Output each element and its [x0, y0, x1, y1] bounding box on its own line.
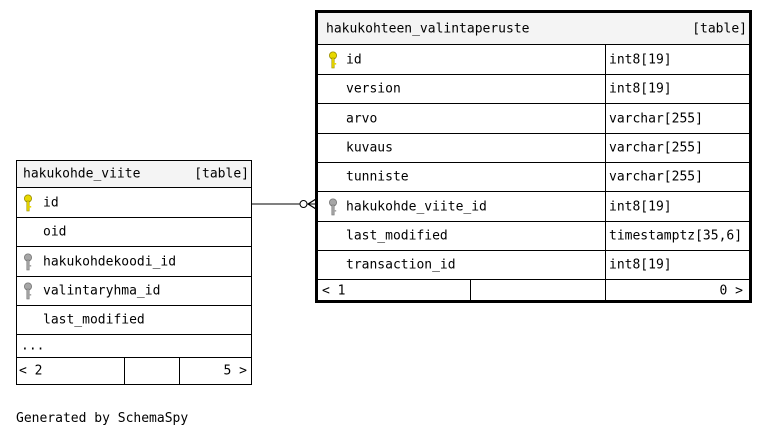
column-name: last_modified	[346, 228, 448, 244]
column-type: int8[19]	[609, 81, 672, 97]
column-type-cell: varchar[255]	[605, 163, 749, 191]
primary-key-icon	[24, 194, 32, 211]
table-name: hakukohteen_valintaperuste	[326, 21, 530, 36]
column-row-hakukohdekoodi-id[interactable]: hakukohdekoodi_id	[17, 247, 251, 277]
parents-count-cell[interactable]: < 1	[318, 280, 471, 302]
table-header[interactable]: hakukohteen_valintaperuste [table]	[318, 13, 749, 45]
zero-cardinality-marker	[299, 200, 308, 208]
column-type-cell: timestamptz[35,6]	[605, 222, 749, 250]
table-hakukohde-viite[interactable]: hakukohde_viite [table] id oid hakukohde…	[16, 160, 252, 385]
column-row-hakukohde-viite-id[interactable]: hakukohde_viite_id int8[19]	[318, 192, 749, 222]
column-row-id[interactable]: id	[17, 188, 251, 218]
footer-spacer-cell	[125, 358, 180, 384]
table-footer: < 1 0 >	[318, 280, 749, 302]
column-name: version	[346, 81, 401, 97]
footer-spacer-cell	[471, 280, 606, 302]
column-type: int8[19]	[609, 257, 672, 273]
column-row-tunniste[interactable]: tunniste varchar[255]	[318, 163, 749, 192]
column-type-cell: varchar[255]	[605, 104, 749, 133]
column-name: id	[43, 195, 59, 210]
children-count: 5 >	[223, 363, 247, 379]
column-name: hakukohde_viite_id	[346, 199, 487, 214]
crowfoot-marker-lower	[307, 203, 317, 210]
column-name: arvo	[346, 111, 378, 126]
column-name: oid	[43, 224, 67, 240]
children-count: 0 >	[719, 283, 743, 299]
table-hakukohteen-valintaperuste[interactable]: hakukohteen_valintaperuste [table] id in…	[315, 10, 752, 303]
foreign-key-icon	[329, 198, 337, 215]
column-row-valintaryhma-id[interactable]: valintaryhma_id	[17, 277, 251, 306]
parents-count: < 1	[322, 283, 346, 299]
parents-count-cell[interactable]: < 2	[17, 358, 125, 384]
column-row-transaction-id[interactable]: transaction_id int8[19]	[318, 251, 749, 280]
column-type-cell: varchar[255]	[605, 134, 749, 162]
column-type: timestamptz[35,6]	[609, 228, 743, 244]
more-columns-row[interactable]: ...	[17, 335, 251, 358]
table-footer: < 2 5 >	[17, 358, 251, 384]
column-type: varchar[255]	[609, 111, 703, 126]
column-row-last-modified[interactable]: last_modified timestamptz[35,6]	[318, 222, 749, 251]
children-count-cell[interactable]: 5 >	[180, 358, 251, 384]
table-type-label: [table]	[692, 21, 747, 36]
column-type: varchar[255]	[609, 169, 703, 185]
table-header[interactable]: hakukohde_viite [table]	[17, 161, 251, 188]
table-type-label: [table]	[194, 166, 249, 182]
children-count-cell[interactable]: 0 >	[606, 280, 749, 302]
column-type: int8[19]	[609, 199, 672, 214]
column-type: int8[19]	[609, 52, 672, 67]
column-row-id[interactable]: id int8[19]	[318, 45, 749, 75]
column-row-version[interactable]: version int8[19]	[318, 75, 749, 104]
primary-key-icon	[329, 51, 337, 68]
column-type: varchar[255]	[609, 140, 703, 156]
parents-count: < 2	[19, 363, 43, 379]
column-name: transaction_id	[346, 257, 456, 273]
column-name: valintaryhma_id	[43, 283, 161, 299]
column-type-cell: int8[19]	[605, 75, 749, 103]
column-row-arvo[interactable]: arvo varchar[255]	[318, 104, 749, 134]
column-name: last_modified	[43, 312, 145, 328]
column-type-cell: int8[19]	[605, 192, 749, 221]
column-name: tunniste	[346, 169, 409, 185]
column-name: hakukohdekoodi_id	[43, 254, 177, 269]
foreign-key-icon	[24, 253, 32, 270]
generated-by-credit: Generated by SchemaSpy	[16, 411, 189, 426]
column-type-cell: int8[19]	[605, 45, 749, 74]
column-name: id	[346, 52, 362, 67]
foreign-key-icon	[24, 282, 32, 300]
column-name: kuvaus	[346, 140, 393, 156]
column-row-kuvaus[interactable]: kuvaus varchar[255]	[318, 134, 749, 163]
more-columns-ellipsis: ...	[21, 338, 45, 354]
column-row-last-modified[interactable]: last_modified	[17, 306, 251, 335]
column-type-cell: int8[19]	[605, 251, 749, 279]
crowfoot-marker-upper	[307, 198, 317, 205]
column-row-oid[interactable]: oid	[17, 218, 251, 247]
table-name: hakukohde_viite	[23, 166, 141, 182]
